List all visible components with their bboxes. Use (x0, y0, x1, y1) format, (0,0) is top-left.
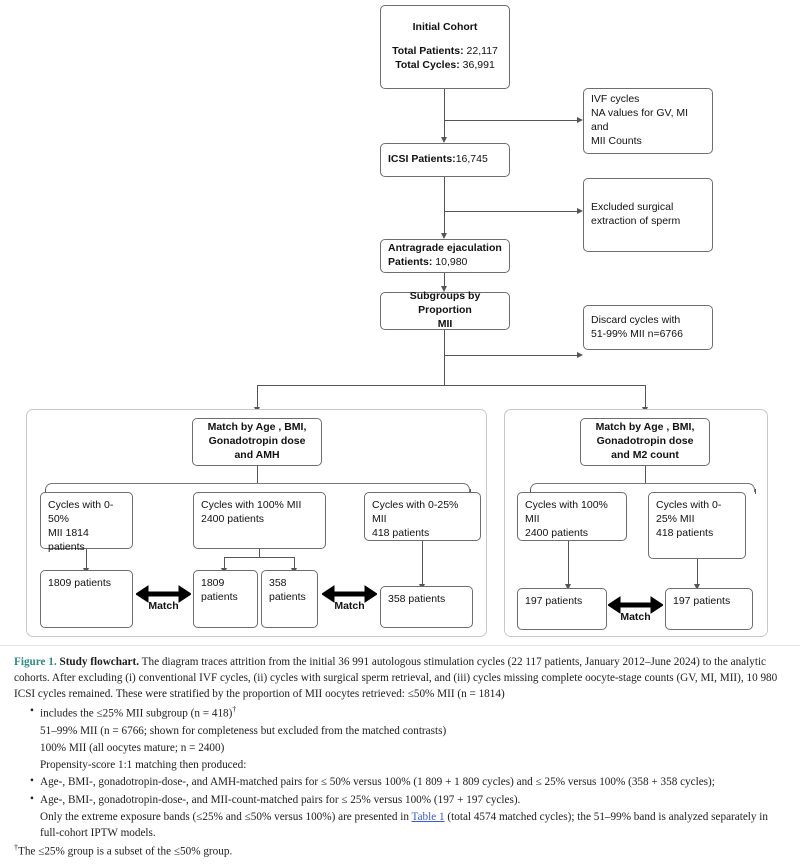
left-connector-100-drop-b (294, 557, 295, 568)
left-cohort-brace (45, 483, 470, 492)
left-connector-100-bar (224, 557, 294, 558)
caption-body: The diagram traces attrition from the in… (14, 656, 778, 701)
arrowhead-icsi-to-antragrade (441, 233, 447, 239)
right-match-label: Match (620, 611, 651, 623)
connector-split-left-drop (257, 385, 258, 407)
node-excluded-surgical-extraction: Excluded surgical extraction of sperm (583, 178, 713, 252)
caption-item-1: includes the ≤25% MII subgroup (n = 418)… (14, 703, 786, 722)
left-cohort-cycles-100: Cycles with 100% MII 2400 patients (193, 492, 326, 549)
figure-title: Study flowchart. (59, 656, 140, 668)
figure-caption: Figure 1. Study flowchart. The diagram t… (0, 645, 800, 865)
node-excluded-ivf-cycles: IVF cycles NA values for GV, MI and MII … (583, 88, 713, 154)
left-matched-358-a: 358 patients (261, 570, 318, 628)
caption-item-6: Age-, BMI-, gonadotropin-dose-, and MII-… (14, 791, 786, 808)
connector-split-right-drop (645, 385, 646, 407)
figure-number: Figure 1. (14, 656, 57, 668)
right-arrowhead-100 (565, 584, 571, 590)
left-match-label-1: Match (148, 600, 179, 612)
dagger-marker-inline: † (232, 704, 237, 714)
connector-split-horizontal (257, 385, 645, 386)
right-brace-stem (645, 466, 646, 483)
caption-item-7: Only the extreme exposure bands (≤25% an… (40, 810, 769, 840)
node-discard-cycles-51-99: Discard cycles with 51-99% MII n=6766 (583, 305, 713, 350)
right-matched-197-a: 197 patients (517, 588, 607, 630)
node-initial-cohort: Initial Cohort Total Patients: 22,117 To… (380, 5, 510, 89)
left-match-label-2: Match (334, 600, 365, 612)
right-cohort-cycles-0-25: Cycles with 0-25% MII 418 patients (648, 492, 746, 559)
left-matched-1809-b: 1809 patients (193, 570, 258, 628)
connector-initial-to-icsi (444, 89, 445, 137)
initial-cohort-title: Initial Cohort (412, 21, 478, 34)
left-cohort-cycles-0-25: Cycles with 0-25% MII 418 patients (364, 492, 481, 541)
left-connector-0-50-down (86, 549, 87, 568)
caption-list: includes the ≤25% MII subgroup (n = 418)… (14, 703, 786, 842)
right-cohort-cycles-100: Cycles with 100% MII 2400 patients (517, 492, 627, 541)
arrowhead-antragrade-to-subgroups (441, 286, 447, 292)
connector-ivf-exclusion (444, 120, 578, 121)
arrowhead-ivf-exclusion (577, 117, 583, 123)
left-match-arrow-2: Match (322, 584, 377, 618)
antragrade-line1: Antragrade ejaculation (388, 242, 502, 255)
connector-subgroups-down (444, 330, 445, 385)
right-match-criteria-box: Match by Age , BMI, Gonadotropin dose an… (580, 418, 710, 466)
connector-surgical-exclusion (444, 211, 578, 212)
arrowhead-initial-to-icsi (441, 137, 447, 143)
arrowhead-surgical-exclusion (577, 208, 583, 214)
right-brace-drop-a (530, 489, 531, 494)
node-antragrade-ejaculation: Antragrade ejaculation Patients: 10,980 (380, 239, 510, 273)
left-cohort-cycles-0-50: Cycles with 0-50% MII 1814 patients (40, 492, 133, 553)
left-brace-drop-b (470, 489, 471, 494)
initial-cohort-cycles: Total Cycles: 36,991 (395, 58, 495, 71)
left-matched-358-b: 358 patients (380, 586, 473, 628)
connector-antragrade-to-subgroups (444, 273, 445, 286)
left-brace-stem (257, 466, 258, 483)
right-brace-drop-b (755, 489, 756, 494)
arrowhead-discard-exclusion (577, 352, 583, 358)
right-connector-100-down (568, 541, 569, 584)
left-connector-100-stem (259, 549, 260, 557)
caption-item-3: 100% MII (all oocytes mature; n = 2400) (40, 741, 225, 754)
caption-item-4: Propensity-score 1:1 matching then produ… (40, 759, 247, 772)
connector-discard-exclusion (444, 355, 578, 356)
left-connector-100-drop-a (224, 557, 225, 568)
connector-icsi-to-antragrade (444, 177, 445, 233)
right-cohort-brace (530, 483, 755, 492)
antragrade-line2: Patients: 10,980 (388, 256, 468, 268)
left-brace-drop-a (45, 489, 46, 494)
caption-item-2: 51–99% MII (n = 6766; shown for complete… (40, 724, 447, 737)
left-match-arrow-1: Match (136, 584, 191, 618)
left-matched-1809-a: 1809 patients (40, 570, 133, 628)
right-arrowhead-0-25 (694, 584, 700, 590)
table-1-link[interactable]: Table 1 (411, 810, 445, 823)
right-connector-0-25-down (697, 559, 698, 584)
node-subgroups-by-proportion-mii: Subgroups by Proportion MII (380, 290, 510, 330)
right-match-arrow: Match (608, 595, 663, 629)
caption-item-5: Age-, BMI-, gonadotropin-dose-, and AMH-… (14, 773, 786, 790)
right-matched-197-b: 197 patients (665, 588, 753, 630)
caption-footnote: †The ≤25% group is a subset of the ≤50% … (14, 843, 233, 859)
caption-paragraph: Figure 1. Study flowchart. The diagram t… (14, 654, 786, 703)
study-flowchart-diagram: Initial Cohort Total Patients: 22,117 To… (26, 5, 768, 637)
left-connector-0-25-down (422, 541, 423, 584)
left-match-criteria-box: Match by Age , BMI, Gonadotropin dose an… (192, 418, 322, 466)
initial-cohort-patients: Total Patients: 22,117 (392, 45, 498, 58)
icsi-line: ICSI Patients:16,745 (388, 153, 488, 166)
node-icsi-patients: ICSI Patients:16,745 (380, 143, 510, 177)
